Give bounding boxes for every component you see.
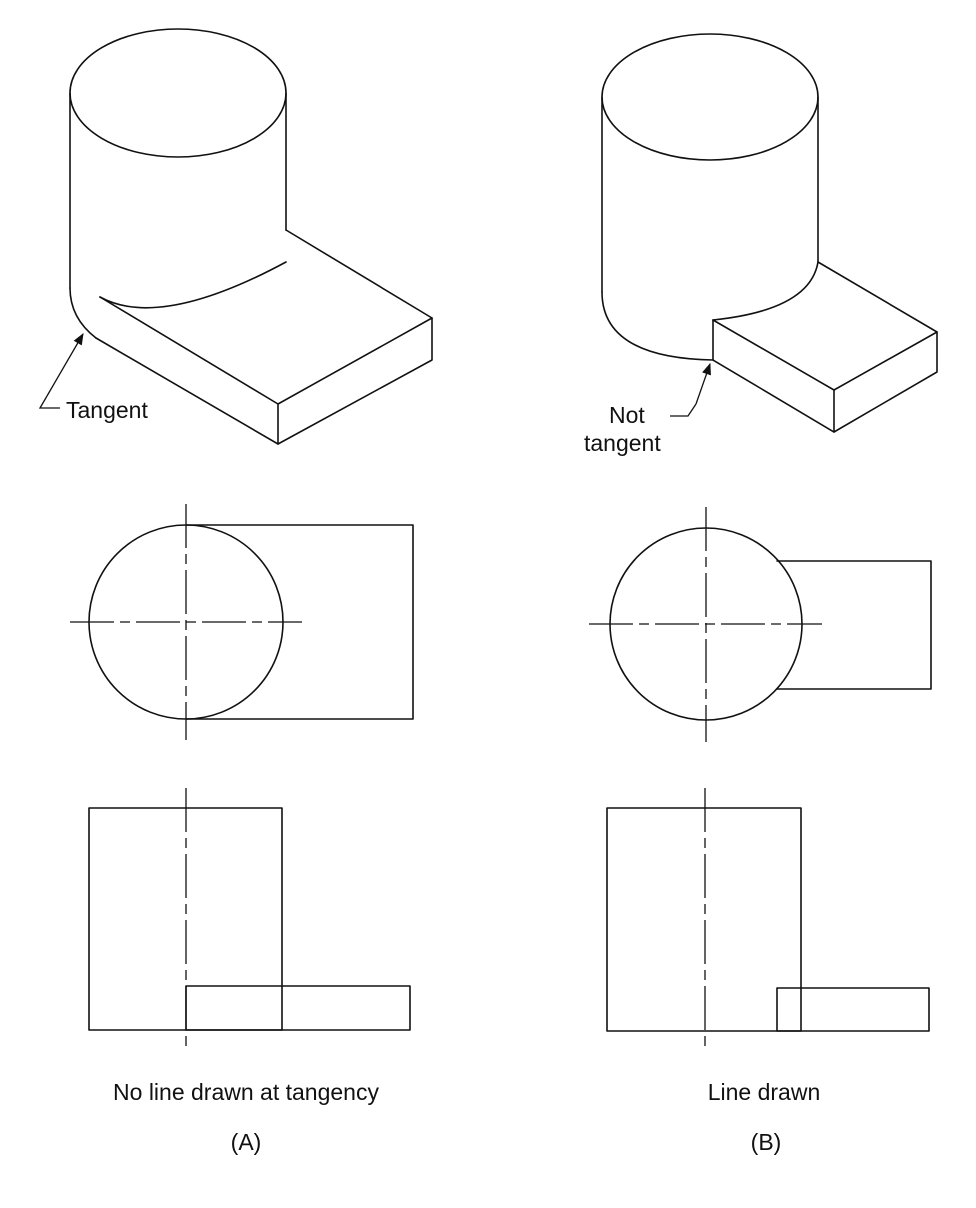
front-view-a xyxy=(88,788,411,1050)
panel-label-b: (B) xyxy=(751,1129,782,1155)
caption-b: Line drawn xyxy=(708,1079,821,1105)
front-view-b xyxy=(606,788,930,1050)
tangent-label: Tangent xyxy=(66,397,148,423)
not-tangent-label-line1: Not xyxy=(609,402,645,428)
caption-a: No line drawn at tangency xyxy=(113,1079,379,1105)
iso-b-not-tangent: Not tangent xyxy=(584,33,938,456)
iso-a-tangent: Tangent xyxy=(38,28,433,445)
top-view-b xyxy=(589,507,932,742)
top-view-a xyxy=(70,504,414,740)
panel-label-a: (A) xyxy=(231,1129,262,1155)
not-tangent-label-line2: tangent xyxy=(584,430,661,456)
